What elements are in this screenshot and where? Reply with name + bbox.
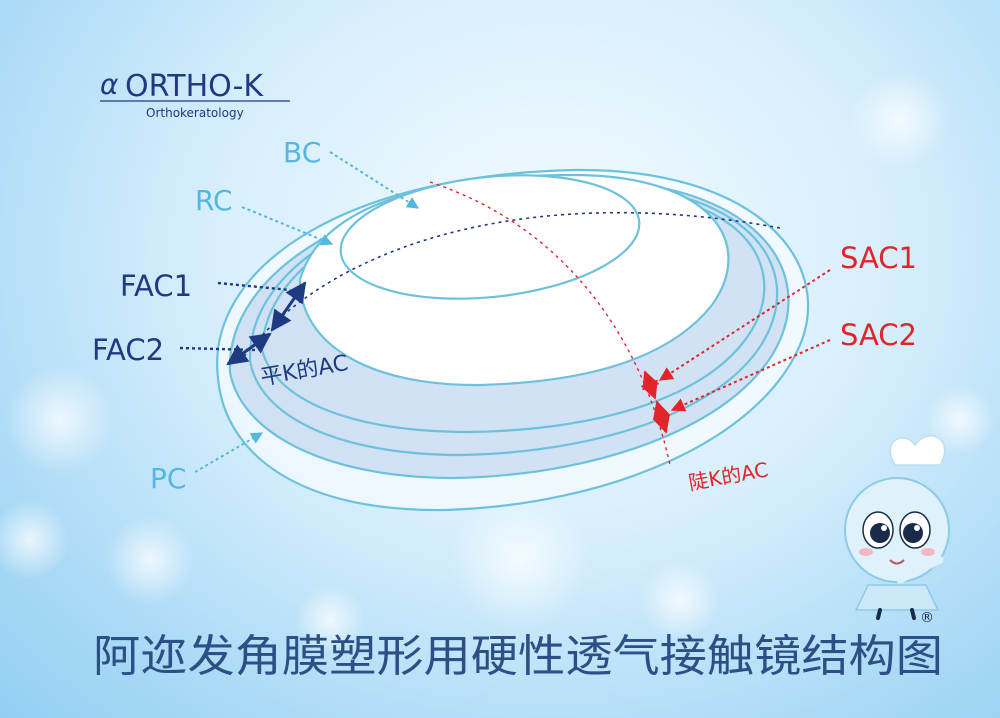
pc-leader <box>194 432 264 473</box>
mascot-illustration <box>844 435 950 620</box>
fac1-measure-arrow <box>270 281 307 332</box>
fac2-leader <box>179 346 257 352</box>
fac1-leader <box>217 281 291 292</box>
ortho-k-logo: α ORTHO-K Orthokeratology <box>100 68 290 120</box>
rc-leader <box>241 206 334 246</box>
flat-meridian-curve <box>239 211 781 363</box>
label-fac2: FAC2 <box>92 333 164 367</box>
label-steep-k-ac: 陡K的AC <box>687 457 770 495</box>
trademark-symbol: ® <box>920 610 934 626</box>
logo-alpha: α <box>100 68 119 101</box>
label-sac1: SAC1 <box>840 241 917 275</box>
sac2-leader <box>670 339 831 412</box>
label-fac1: FAC1 <box>120 269 192 303</box>
label-rc: RC <box>195 184 233 217</box>
sac1-measure-arrow <box>640 370 660 400</box>
fac2-measure-arrow <box>226 332 272 366</box>
logo-brand: ORTHO-K <box>125 69 264 104</box>
sac1-leader <box>658 269 831 381</box>
sac2-measure-arrow <box>652 400 671 434</box>
label-pc: PC <box>150 462 186 495</box>
label-bc: BC <box>283 136 321 169</box>
bc-leader <box>329 151 420 209</box>
bokeh-background <box>0 70 995 655</box>
label-sac2: SAC2 <box>840 318 917 352</box>
logo-subtitle: Orthokeratology <box>146 106 244 120</box>
diagram-caption: 阿迩发角膜塑形用硬性透气接触镜结构图 <box>93 631 943 682</box>
lens-body <box>216 168 810 512</box>
